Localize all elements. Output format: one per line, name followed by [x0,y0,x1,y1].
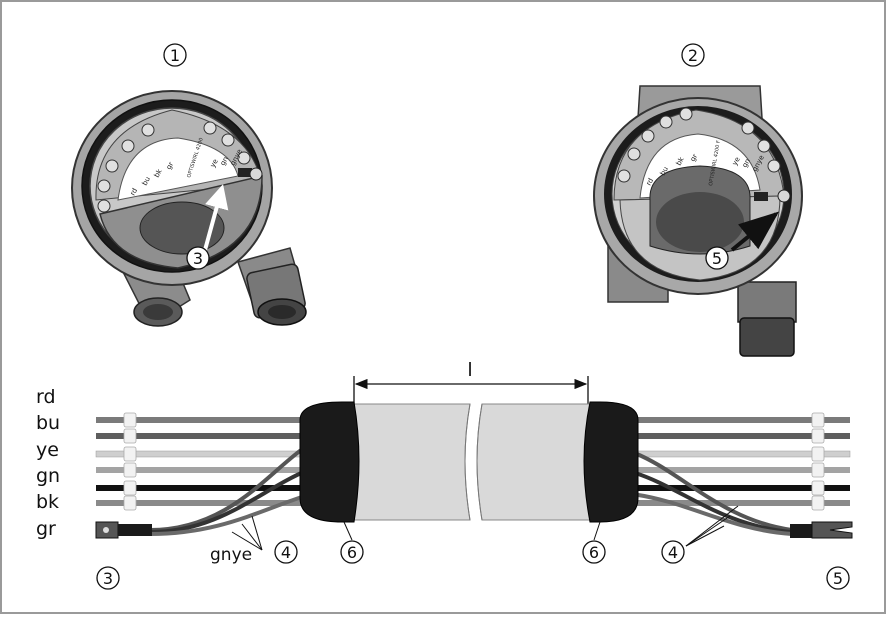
wires-left [95,412,309,511]
svg-text:5: 5 [712,249,722,268]
callout-5-housing: 5 [705,246,729,270]
leader-6-right [593,521,601,541]
heat-shrink-right [583,401,639,523]
heat-shrink-left [299,401,360,523]
terminal-mark-right: rd [645,177,655,187]
terminal-mark-right: bu [659,165,670,177]
callout-4-right: 4 [661,540,685,564]
terminal-mark-left: bk [153,167,164,179]
callout-6-right: 6 [582,540,606,564]
svg-text:3: 3 [103,569,113,588]
wires-right [629,412,851,511]
terminal-mark-right: bk [675,155,686,167]
wire-label-bk: bk [36,491,59,513]
dimension-label: l [467,359,472,381]
svg-text:4: 4 [281,543,291,562]
housing-left [71,90,307,327]
wire-label-bu: bu [36,412,60,434]
leader-4-left [231,515,263,551]
cable-gland-left-b [237,247,307,326]
ground-wires-right [631,450,853,539]
svg-text:1: 1 [170,46,180,65]
terminal-mark-left: ye [209,158,220,169]
callout-1: 1 [163,43,187,67]
callout-3-housing: 3 [186,246,210,270]
wire-label-ye: ye [36,439,59,461]
callout-3-cable: 3 [96,566,120,590]
terminal-mark-left: gr [165,161,176,171]
svg-text:6: 6 [589,543,599,562]
callout-5-cable: 5 [826,566,850,590]
ground-wire-label: gnye [210,545,252,565]
terminal-mark-left: gn [219,155,230,167]
svg-text:3: 3 [193,249,203,268]
wire-labels: rd bu ye gn bk gr [36,386,60,540]
leader-4-right [685,505,739,547]
svg-text:5: 5 [833,569,843,588]
svg-text:2: 2 [688,46,698,65]
wire-label-rd: rd [36,386,56,408]
callout-6-left: 6 [340,540,364,564]
callout-4-left: 4 [274,540,298,564]
terminal-mark-right: gn [741,157,752,169]
cable-sheath [341,403,601,521]
ground-wires-left [95,443,310,539]
svg-text:4: 4 [668,543,678,562]
housing-right [593,85,803,357]
terminal-mark-left: rd [129,187,139,197]
wire-label-gn: gn [36,465,60,487]
leader-6-left [343,521,353,541]
svg-text:6: 6 [347,543,357,562]
terminal-mark-right: ye [731,156,742,167]
terminal-mark-left: bu [141,175,152,187]
callout-2: 2 [681,43,705,67]
wire-label-gr: gr [36,518,56,540]
terminal-mark-right: gr [689,153,700,163]
